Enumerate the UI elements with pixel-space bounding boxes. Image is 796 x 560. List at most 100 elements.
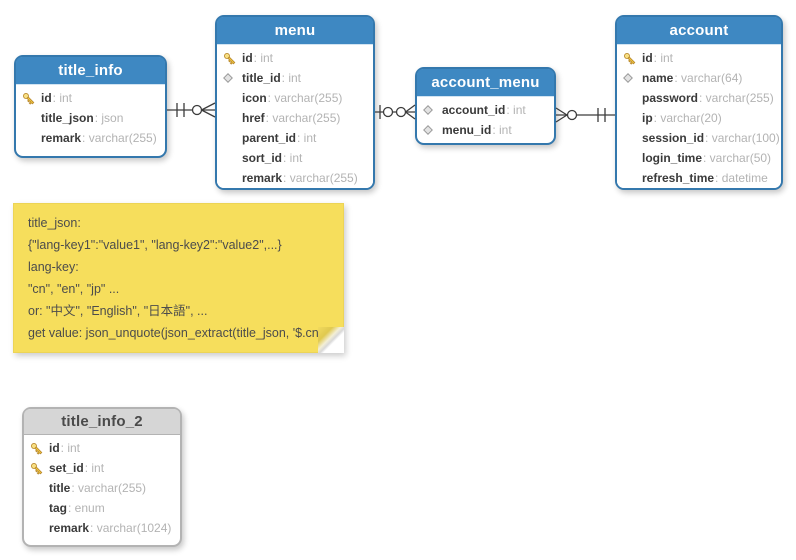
column-name: set_id	[49, 461, 84, 475]
column-type: : varchar(100)	[705, 131, 780, 145]
sticky-note[interactable]: title_json:{"lang-key1":"value1", "lang-…	[13, 203, 344, 353]
diamond-icon	[422, 124, 442, 136]
cardinality-exactly-one-icon	[176, 103, 185, 117]
column-name: login_time	[642, 151, 703, 165]
table-header[interactable]: menu	[217, 17, 373, 45]
column-row-remark[interactable]: remark: varchar(1024)	[24, 518, 180, 538]
column-row-icon[interactable]: icon: varchar(255)	[217, 88, 373, 108]
table-title: account_menu	[431, 74, 540, 91]
column-name: tag	[49, 501, 67, 515]
column-row-account_id[interactable]: account_id: int	[417, 100, 554, 120]
column-row-tag[interactable]: tag: enum	[24, 498, 180, 518]
column-row-title_json[interactable]: title_json: json	[16, 108, 165, 128]
column-name: href	[242, 111, 265, 125]
column-type: : varchar(50)	[703, 151, 772, 165]
key-icon	[29, 441, 49, 456]
relationship-menu-account_menu[interactable]	[375, 100, 416, 128]
table-header[interactable]: title_info_2	[24, 409, 180, 435]
column-type: : varchar(64)	[674, 71, 743, 85]
table-title: title_info	[58, 62, 123, 79]
column-row-session_id[interactable]: session_id: varchar(100)	[617, 128, 781, 148]
column-name: parent_id	[242, 131, 297, 145]
note-line: title_json:	[28, 216, 81, 230]
table-header[interactable]: title_info	[16, 57, 165, 85]
key-icon	[222, 51, 242, 66]
column-row-id[interactable]: id: int	[617, 48, 781, 68]
column-row-remark[interactable]: remark: varchar(255)	[16, 128, 165, 148]
column-type: : json	[94, 111, 124, 125]
cardinality-zero-many-icon	[395, 104, 416, 120]
column-row-password[interactable]: password: varchar(255)	[617, 88, 781, 108]
column-name: remark	[41, 131, 82, 145]
column-type: : int	[297, 131, 317, 145]
column-row-title_id[interactable]: title_id: int	[217, 68, 373, 88]
column-type: : int	[283, 151, 303, 165]
cardinality-zero-many-icon	[191, 102, 216, 118]
key-icon	[21, 91, 41, 106]
column-name: password	[642, 91, 699, 105]
column-row-id[interactable]: id: int	[217, 48, 373, 68]
column-name: name	[642, 71, 674, 85]
column-row-refresh_time[interactable]: refresh_time: datetime	[617, 168, 781, 188]
table-header[interactable]: account_menu	[417, 69, 554, 97]
column-row-title[interactable]: title: varchar(255)	[24, 478, 180, 498]
column-type: : varchar(20)	[653, 111, 722, 125]
column-row-login_time[interactable]: login_time: varchar(50)	[617, 148, 781, 168]
column-row-sort_id[interactable]: sort_id: int	[217, 148, 373, 168]
relationship-title_info-menu[interactable]	[167, 98, 216, 126]
column-name: menu_id	[442, 123, 492, 137]
table-header[interactable]: account	[617, 17, 781, 45]
table-title: account	[669, 22, 729, 39]
diamond-icon	[222, 72, 242, 84]
column-type: : varchar(255)	[283, 171, 358, 185]
column-row-ip[interactable]: ip: varchar(20)	[617, 108, 781, 128]
diamond-icon	[422, 104, 442, 116]
note-fold-corner-icon	[318, 327, 344, 353]
column-type: : datetime	[715, 171, 768, 185]
column-row-name[interactable]: name: varchar(64)	[617, 68, 781, 88]
column-name: ip	[642, 111, 653, 125]
column-row-id[interactable]: id: int	[16, 88, 165, 108]
column-name: title	[49, 481, 71, 495]
cardinality-zero-many-icon	[555, 107, 578, 123]
column-name: icon	[242, 91, 267, 105]
cardinality-zero-one-icon	[379, 105, 394, 119]
column-row-remark[interactable]: remark: varchar(255)	[217, 168, 373, 188]
table-title: title_info_2	[61, 413, 143, 430]
column-name: sort_id	[242, 151, 283, 165]
column-row-id[interactable]: id: int	[24, 438, 180, 458]
column-name: title_json	[41, 111, 94, 125]
column-type: : enum	[68, 501, 105, 515]
column-row-href[interactable]: href: varchar(255)	[217, 108, 373, 128]
column-name: id	[49, 441, 60, 455]
key-icon	[622, 51, 642, 66]
key-icon	[29, 461, 49, 476]
column-name: session_id	[642, 131, 705, 145]
column-row-parent_id[interactable]: parent_id: int	[217, 128, 373, 148]
column-type: : int	[492, 123, 512, 137]
column-row-menu_id[interactable]: menu_id: int	[417, 120, 554, 140]
column-name: title_id	[242, 71, 281, 85]
column-row-set_id[interactable]: set_id: int	[24, 458, 180, 478]
table-title: menu	[274, 22, 316, 39]
column-type: : int	[52, 91, 73, 105]
column-name: refresh_time	[642, 171, 715, 185]
note-line: get value: json_unquote(json_extract(tit…	[28, 326, 326, 340]
column-name: id	[242, 51, 253, 65]
note-line: or: "中文", "English", "日本語", ...	[28, 304, 208, 318]
column-type: : varchar(255)	[267, 91, 343, 105]
note-line: lang-key:	[28, 260, 79, 274]
relationship-account_menu-account[interactable]	[555, 103, 615, 131]
column-type: : varchar(255)	[699, 91, 774, 105]
column-type: : varchar(255)	[265, 111, 341, 125]
